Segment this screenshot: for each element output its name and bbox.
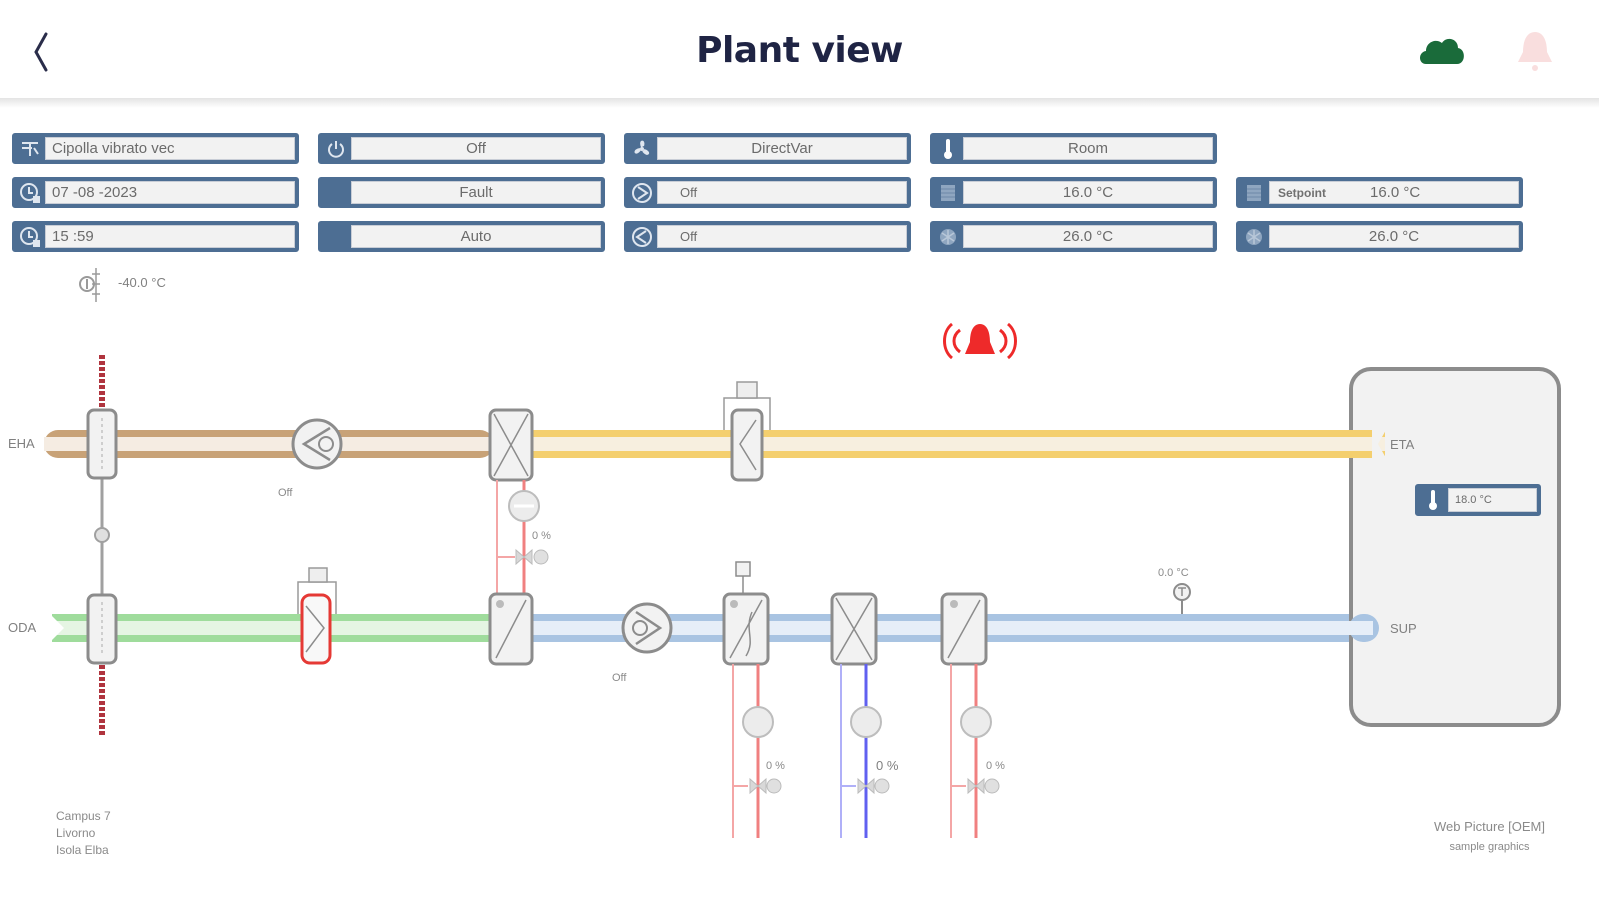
exhaust-fan-field[interactable]: Off xyxy=(624,221,911,252)
outdoor-damper xyxy=(86,593,118,665)
supply-temp-sensor xyxy=(1173,583,1191,614)
fan-icon xyxy=(627,136,657,161)
location-line: Campus 7 xyxy=(56,809,111,823)
unit-name-field[interactable]: Cipolla vibrato vec xyxy=(12,133,299,164)
preheater-water-circuit xyxy=(732,664,782,838)
outdoor-air-duct xyxy=(40,614,494,642)
cloud-icon xyxy=(1420,38,1464,64)
exhaust-air-duct xyxy=(44,430,494,458)
unit-icon xyxy=(15,136,45,161)
eta-label: ETA xyxy=(1390,437,1415,452)
cloud-status-button[interactable] xyxy=(1416,30,1466,70)
preheater-valve-value: 0 % xyxy=(766,760,785,772)
eha-label: EHA xyxy=(8,436,35,451)
exhaust-fan-status: Off xyxy=(278,487,293,499)
heating-icon xyxy=(1239,180,1269,205)
setpoint-label: Setpoint xyxy=(1278,186,1326,200)
outdoor-filter-fault xyxy=(297,567,337,665)
sup-label: SUP xyxy=(1390,621,1417,636)
reheater-coil xyxy=(940,592,988,666)
room-box xyxy=(1349,367,1561,727)
heat-recovery-valve-value: 0 % xyxy=(532,530,551,542)
thermometer-icon xyxy=(933,136,963,161)
cooler-water-circuit xyxy=(840,664,890,838)
thermometer-icon xyxy=(1418,487,1448,513)
exhaust-fan-icon xyxy=(627,224,657,249)
setpoint-heating-field[interactable]: Setpoint 16.0 °C xyxy=(1236,177,1523,208)
cooler-coil xyxy=(830,592,878,666)
heating-setpoint-field[interactable]: 16.0 °C xyxy=(930,177,1217,208)
room-temp-field[interactable]: 18.0 °C xyxy=(1415,484,1541,516)
location-info: Campus 7 Livorno Isola Elba xyxy=(56,808,111,859)
cooling-icon xyxy=(1239,224,1269,249)
heating-icon xyxy=(933,180,963,205)
cooler-valve-value: 0 % xyxy=(876,758,899,773)
brand-info: Web Picture [OEM] sample graphics xyxy=(1434,816,1545,858)
control-sensor-field[interactable]: Room xyxy=(930,133,1217,164)
preheater-coil xyxy=(722,561,770,666)
exhaust-fan-symbol xyxy=(291,418,343,470)
mode-field[interactable]: Auto xyxy=(318,221,605,252)
cooling-icon xyxy=(933,224,963,249)
oda-label: ODA xyxy=(8,620,37,635)
heat-recovery-supply-coil xyxy=(488,592,534,666)
clock-icon xyxy=(15,224,45,249)
supply-fan-field[interactable]: Off xyxy=(624,177,911,208)
reheater-valve-value: 0 % xyxy=(986,760,1005,772)
back-button[interactable] xyxy=(26,30,56,74)
bell-icon xyxy=(1518,32,1552,71)
supply-fan-status: Off xyxy=(612,672,627,684)
unit-power-field[interactable]: Off xyxy=(318,133,605,164)
reheater-water-circuit xyxy=(950,664,1000,838)
location-line: Livorno xyxy=(56,826,96,840)
damper-actuator-rod xyxy=(94,355,110,735)
outdoor-sensor-icon xyxy=(78,266,108,304)
brand-name: Web Picture [OEM] xyxy=(1433,819,1545,834)
heat-recovery-valve xyxy=(515,548,549,566)
supply-fan-symbol xyxy=(621,602,673,654)
chevron-left-icon xyxy=(34,32,48,72)
power-icon xyxy=(321,136,351,161)
supply-temp-value: 0.0 °C xyxy=(1158,567,1189,579)
extract-filter xyxy=(723,381,771,482)
fault-status-field[interactable]: Fault xyxy=(318,177,605,208)
alarm-bell-icon xyxy=(943,322,1017,360)
cooling-setpoint-field[interactable]: 26.0 °C xyxy=(930,221,1217,252)
alarm-button[interactable] xyxy=(938,318,1022,364)
supply-air-duct xyxy=(494,614,1382,642)
location-line: Isola Elba xyxy=(56,843,109,857)
heat-recovery-pump xyxy=(508,490,540,522)
time-field[interactable]: 15 :59 xyxy=(12,221,299,252)
notifications-button[interactable] xyxy=(1514,28,1556,74)
setpoint-cooling-field[interactable]: 26.0 °C xyxy=(1236,221,1523,252)
header-divider xyxy=(0,98,1599,108)
outdoor-temp-value: -40.0 °C xyxy=(118,275,166,290)
exhaust-damper xyxy=(86,408,118,480)
brand-subtitle: sample graphics xyxy=(1449,841,1530,853)
calendar-clock-icon xyxy=(15,180,45,205)
setpoint-value: 16.0 °C xyxy=(1370,184,1421,201)
supply-fan-icon xyxy=(627,180,657,205)
app-header: Plant view xyxy=(0,0,1599,100)
extract-air-duct xyxy=(494,430,1385,458)
date-field[interactable]: 07 -08 -2023 xyxy=(12,177,299,208)
fan-control-field[interactable]: DirectVar xyxy=(624,133,911,164)
heat-recovery-exhaust-coil xyxy=(488,408,534,482)
page-title: Plant view xyxy=(696,30,903,71)
